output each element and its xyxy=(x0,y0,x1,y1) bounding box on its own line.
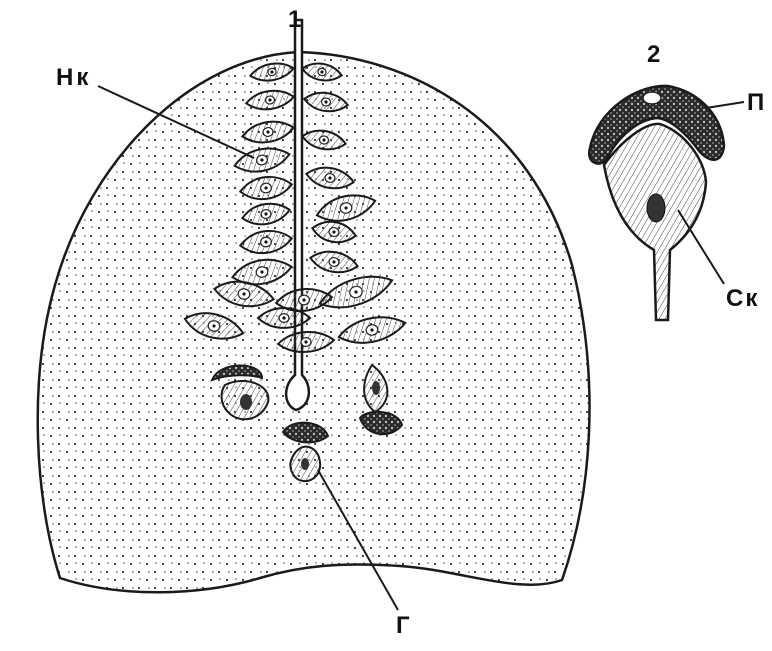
leader-sk xyxy=(678,210,724,284)
label-nk: Нк xyxy=(56,66,91,90)
label-p: П xyxy=(747,91,764,115)
figure-2-cell xyxy=(589,86,724,320)
label-g: Г xyxy=(396,614,410,638)
leader-p xyxy=(706,102,744,108)
figure-1-number: 1 xyxy=(288,8,301,32)
label-sk: Ск xyxy=(726,287,759,311)
figure-2-number: 2 xyxy=(647,43,660,67)
